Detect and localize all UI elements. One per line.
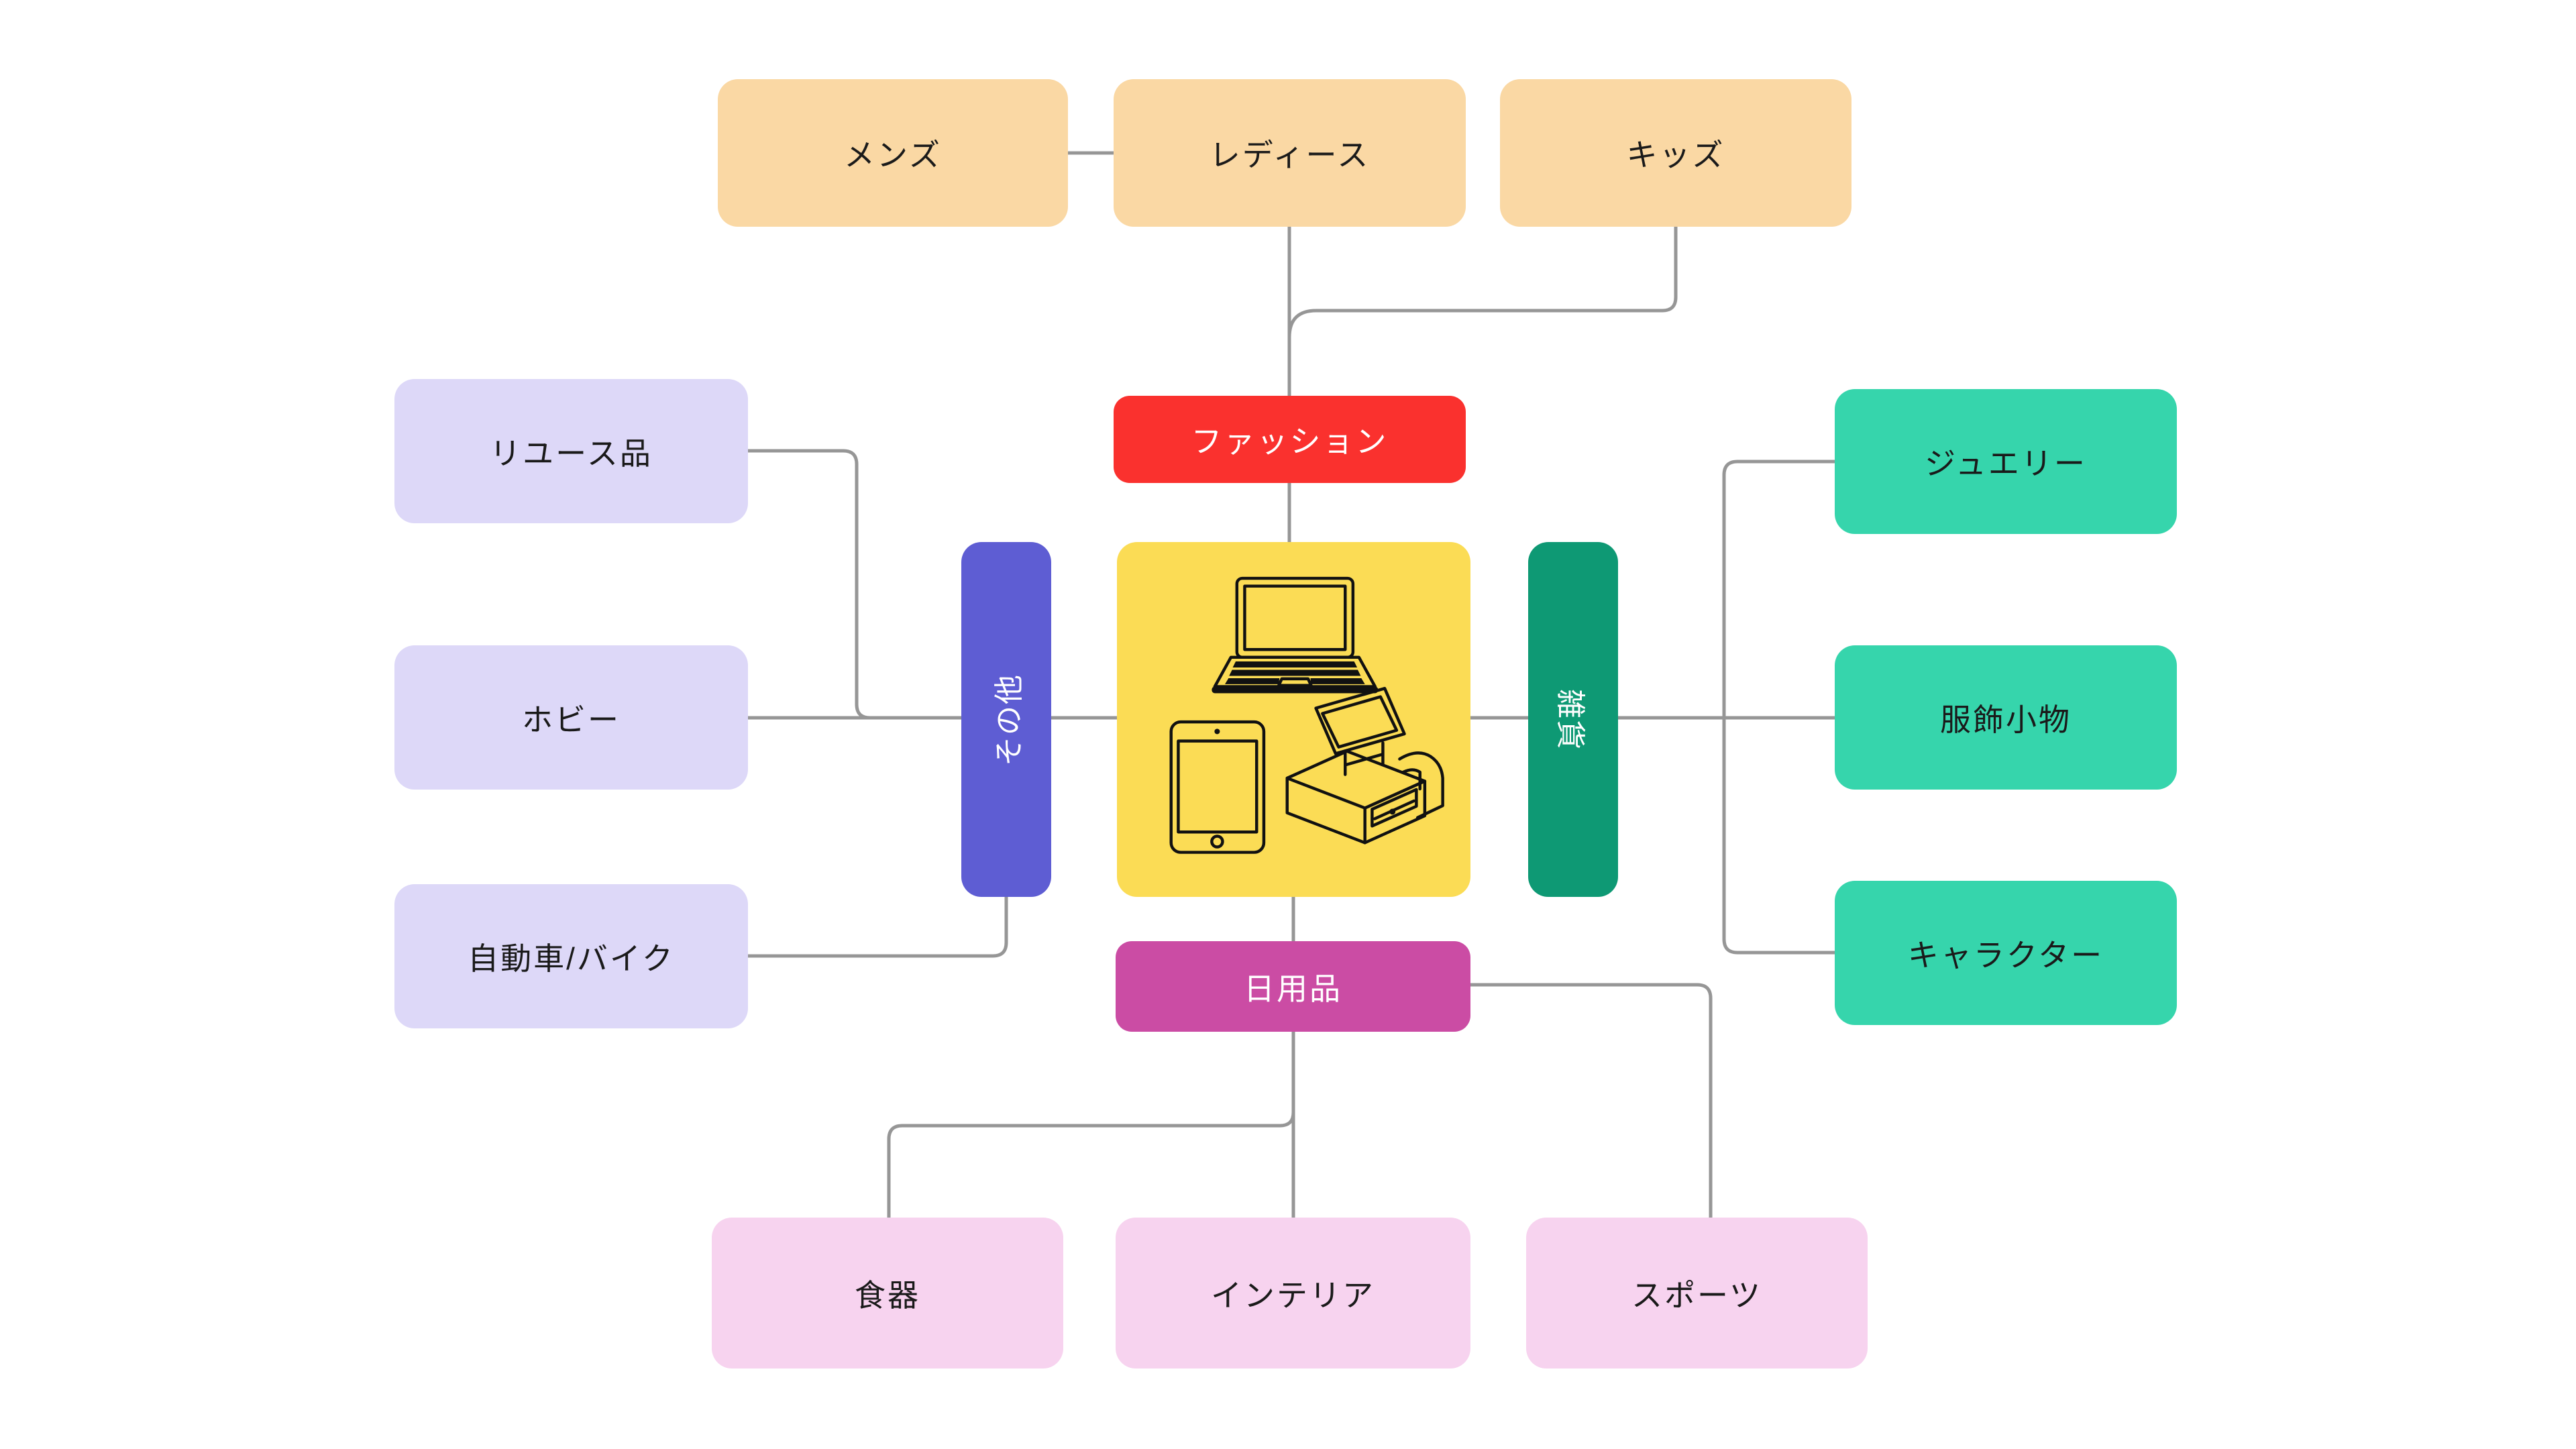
node-label: キャラクター — [1907, 937, 2104, 973]
node-car-bike[interactable]: 自動車/バイク — [394, 884, 748, 1028]
node-reuse[interactable]: リユース品 — [394, 379, 748, 523]
node-label: メンズ — [843, 138, 943, 172]
node-label: 服飾小物 — [1940, 702, 2072, 737]
connector-reuse — [746, 449, 968, 720]
connector-zakka-character — [1722, 716, 1837, 955]
node-accessories[interactable]: 服飾小物 — [1835, 645, 2177, 790]
node-label: レディース — [1209, 138, 1371, 172]
node-jewelry[interactable]: ジュエリー — [1835, 389, 2177, 534]
node-hobby[interactable]: ホビー — [394, 645, 748, 790]
node-label: スポーツ — [1631, 1277, 1763, 1313]
node-label: ファッション — [1191, 424, 1389, 459]
node-label: ジュエリー — [1925, 446, 2087, 481]
connector-daily-sports — [1468, 983, 1713, 1220]
connector-daily-tableware — [887, 1110, 1295, 1220]
node-interior[interactable]: インテリア — [1116, 1218, 1470, 1368]
connector-zakka-jewelry — [1722, 460, 1837, 720]
node-label: その他 — [993, 673, 1026, 766]
node-label: 自動車/バイク — [468, 941, 675, 976]
node-tableware[interactable]: 食器 — [712, 1218, 1063, 1368]
device-icons — [1169, 576, 1444, 854]
node-label: ホビー — [522, 702, 621, 737]
tablet-icon — [1169, 720, 1265, 854]
node-label: インテリア — [1211, 1277, 1375, 1313]
connector-car-other — [746, 895, 1008, 958]
node-label: リユース品 — [490, 435, 653, 471]
node-ladies[interactable]: レディース — [1114, 79, 1466, 227]
node-zakka[interactable]: 雑貨 — [1528, 542, 1618, 897]
node-character[interactable]: キャラクター — [1835, 881, 2177, 1025]
node-label: キッズ — [1626, 138, 1725, 172]
connector-kids-merge — [1287, 225, 1678, 339]
node-label: 日用品 — [1244, 971, 1342, 1006]
laptop-icon — [1211, 576, 1378, 693]
node-center-devices[interactable] — [1117, 542, 1470, 897]
node-mens[interactable]: メンズ — [718, 79, 1068, 227]
node-label: 食器 — [855, 1277, 920, 1313]
node-kids[interactable]: キッズ — [1500, 79, 1851, 227]
node-daily-goods[interactable]: 日用品 — [1116, 941, 1470, 1032]
node-other[interactable]: その他 — [961, 542, 1051, 897]
node-sports[interactable]: スポーツ — [1526, 1218, 1868, 1368]
node-label: 雑貨 — [1554, 688, 1587, 751]
pos-register-icon — [1285, 686, 1444, 845]
node-fashion[interactable]: ファッション — [1114, 396, 1466, 483]
